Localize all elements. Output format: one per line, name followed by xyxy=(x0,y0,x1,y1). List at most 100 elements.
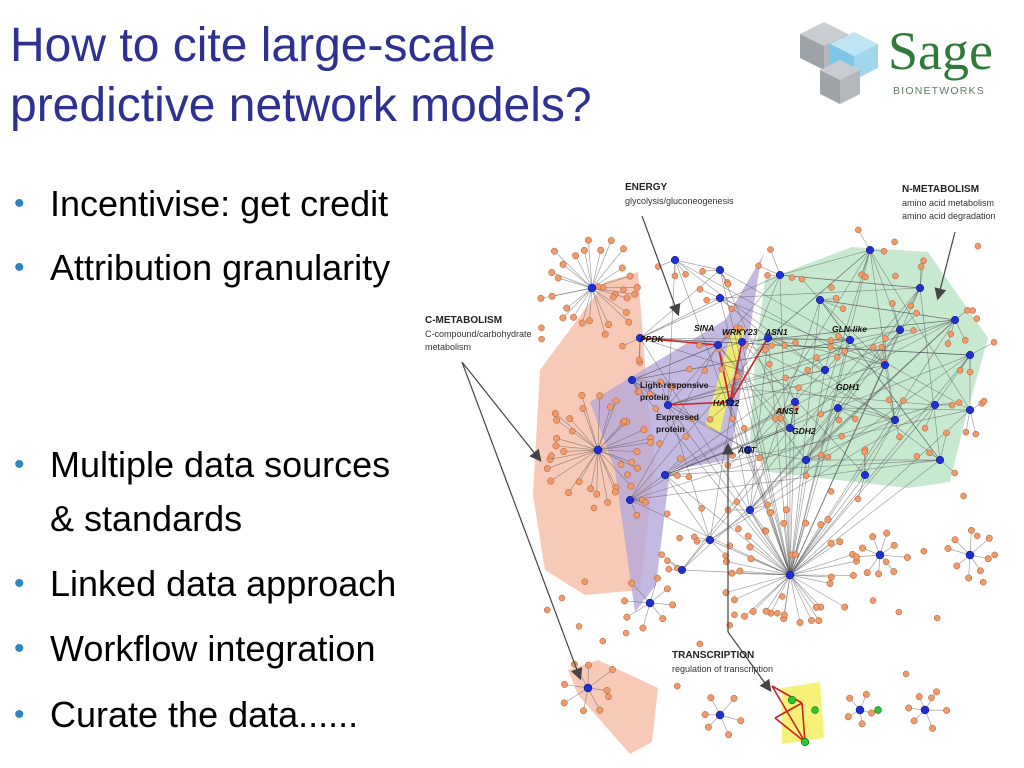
network-node xyxy=(693,538,701,545)
network-node xyxy=(640,426,648,434)
network-node xyxy=(979,578,987,586)
network-node xyxy=(669,601,677,609)
light-responsive-label-1: Light-responsive xyxy=(640,380,709,390)
bottom-left-region xyxy=(568,660,658,754)
network-node xyxy=(682,433,690,440)
network-node xyxy=(701,367,709,374)
network-node xyxy=(804,366,811,374)
network-node xyxy=(633,511,641,519)
network-node xyxy=(917,263,925,270)
network-node xyxy=(920,257,927,264)
network-node xyxy=(817,451,825,459)
cube-logo-icon xyxy=(800,22,878,104)
network-node xyxy=(943,706,951,714)
network-node xyxy=(635,388,643,395)
network-node xyxy=(827,573,835,581)
network-node xyxy=(762,527,770,535)
bullet-continuation: & standards xyxy=(50,498,243,539)
network-node xyxy=(969,307,976,314)
network-node xyxy=(551,247,558,255)
network-node xyxy=(841,603,849,611)
network-node xyxy=(780,611,788,619)
network-node xyxy=(733,498,741,506)
network-node xyxy=(966,368,974,376)
network-node xyxy=(646,390,654,398)
network-node xyxy=(724,280,732,288)
network-node xyxy=(956,367,964,374)
network-node xyxy=(839,305,847,312)
network-node xyxy=(860,470,870,480)
network-node xyxy=(538,335,545,343)
network-node xyxy=(596,392,604,400)
network-node xyxy=(622,308,630,316)
logo-subtitle: BIONETWORKS xyxy=(893,85,985,97)
network-node xyxy=(725,397,735,407)
network-node xyxy=(538,324,545,332)
network-node xyxy=(593,445,603,455)
network-node xyxy=(880,248,888,255)
network-node xyxy=(868,709,875,717)
network-node xyxy=(627,375,637,385)
network-node xyxy=(663,585,671,593)
network-node xyxy=(626,272,634,280)
network-node xyxy=(815,617,823,625)
network-node xyxy=(652,405,660,412)
network-node xyxy=(628,458,636,466)
c-metabolism-sublabel-1: C-compound/carbohydrate xyxy=(425,329,532,339)
network-node xyxy=(859,544,866,552)
protein-labels: Light-responsive protein Expressed prote… xyxy=(640,380,709,434)
network-node xyxy=(593,490,601,498)
network-node xyxy=(578,391,586,399)
network-node xyxy=(801,455,811,465)
network-node xyxy=(862,690,870,698)
network-node xyxy=(907,302,915,310)
network-node xyxy=(767,246,774,253)
network-node xyxy=(895,325,905,335)
network-node xyxy=(715,265,725,275)
network-node xyxy=(766,360,773,368)
network-node xyxy=(785,570,795,580)
network-node xyxy=(835,332,842,340)
network-node xyxy=(606,403,614,411)
network-node xyxy=(817,410,825,418)
network-node xyxy=(767,508,775,516)
energy-label: ENERGY xyxy=(625,182,668,193)
network-node xyxy=(560,448,568,455)
network-node xyxy=(677,455,684,462)
network-node xyxy=(633,448,641,456)
network-node xyxy=(718,365,726,373)
network-node xyxy=(586,317,593,325)
network-node xyxy=(664,557,671,565)
network-node xyxy=(812,603,820,611)
expressed-label-2: protein xyxy=(656,424,685,434)
network-node xyxy=(587,485,595,493)
network-node xyxy=(623,294,631,302)
network-node xyxy=(657,378,664,386)
network-node xyxy=(548,292,556,300)
network-node xyxy=(584,661,592,669)
network-node xyxy=(984,555,992,563)
network-node xyxy=(892,272,899,280)
network-node xyxy=(722,552,729,559)
network-node xyxy=(910,717,918,725)
network-node xyxy=(566,415,574,423)
network-node xyxy=(880,360,890,370)
network-node xyxy=(792,339,799,346)
network-node xyxy=(885,396,893,404)
network-node xyxy=(863,569,871,577)
network-node xyxy=(553,434,561,442)
network-node xyxy=(768,342,775,349)
network-node xyxy=(682,271,689,278)
network-node xyxy=(796,619,804,626)
network-node xyxy=(735,525,742,533)
network-node xyxy=(730,694,738,702)
network-node xyxy=(944,340,952,347)
network-node xyxy=(647,439,655,446)
network-node xyxy=(851,415,859,423)
network-node xyxy=(621,597,628,605)
network-node xyxy=(905,704,913,712)
network-node xyxy=(617,461,625,468)
bullet-item: • Workflow integration xyxy=(14,625,504,673)
network-node xyxy=(782,506,790,514)
network-node xyxy=(741,612,748,620)
